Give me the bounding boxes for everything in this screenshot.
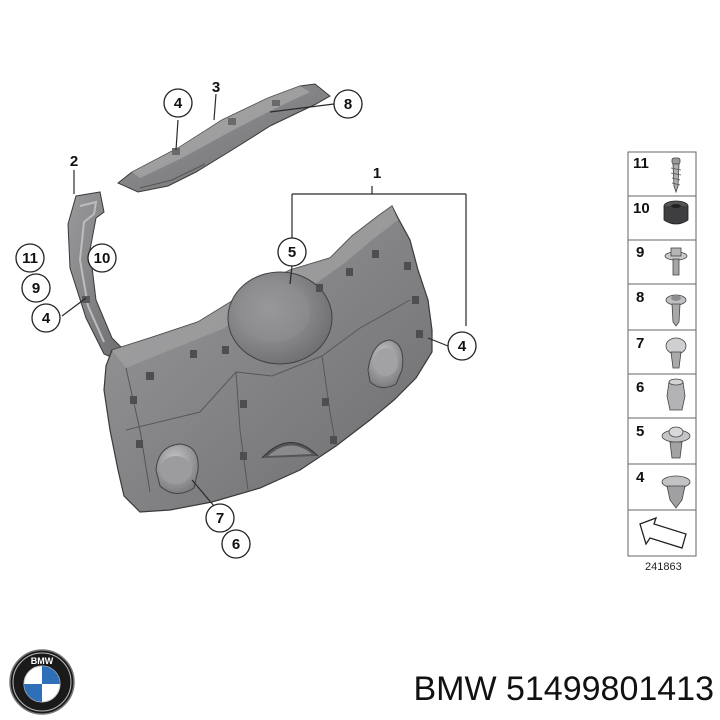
- side-item-4: 4: [636, 469, 645, 486]
- callout-10: 10: [87, 243, 117, 273]
- side-item-7: 7: [636, 335, 644, 352]
- callout-11: 11: [15, 243, 45, 273]
- side-item-5: 5: [636, 423, 644, 440]
- callout-3: 3: [212, 79, 220, 96]
- svg-text:9: 9: [32, 280, 40, 297]
- fastener-side-panel: 11 10 9 8 7 6 5 4: [627, 151, 697, 573]
- push-clip-icon: [661, 475, 691, 509]
- callout-4-left: 4: [31, 303, 61, 333]
- part-number-label: BMW 51499801413: [413, 670, 714, 708]
- svg-text:BMW: BMW: [31, 656, 54, 666]
- expanding-nut-icon: [666, 378, 686, 411]
- side-item-6: 6: [636, 379, 644, 396]
- rubber-buffer-icon: [663, 200, 689, 225]
- svg-text:4: 4: [458, 338, 467, 355]
- flat-head-screw-icon: [665, 337, 687, 369]
- side-item-9: 9: [636, 244, 644, 261]
- svg-text:1: 1: [373, 165, 381, 182]
- callout-4-top: 4: [163, 88, 193, 118]
- callout-7: 7: [205, 503, 235, 533]
- svg-text:8: 8: [344, 96, 352, 113]
- callout-8: 8: [333, 89, 363, 119]
- bolt-icon: [664, 247, 688, 276]
- svg-text:11: 11: [22, 250, 38, 267]
- leader-lines: [61, 93, 467, 507]
- screw-icon: [670, 157, 682, 194]
- part-2-side-pillar-trim: [67, 191, 127, 361]
- svg-text:4: 4: [42, 310, 51, 327]
- diagram-code: 241863: [645, 561, 682, 573]
- bmw-logo: BMW: [9, 649, 75, 715]
- callout-6: 6: [221, 529, 251, 559]
- side-item-10: 10: [633, 200, 650, 217]
- svg-text:5: 5: [288, 244, 296, 261]
- direction-arrow-icon: [639, 516, 687, 549]
- part-1-tailgate-trim-panel: [103, 205, 433, 513]
- clip-with-washer-icon: [661, 426, 691, 459]
- callout-5: 5: [277, 237, 307, 267]
- washer-bolt-icon: [665, 294, 687, 327]
- svg-text:7: 7: [216, 510, 224, 527]
- svg-text:6: 6: [232, 536, 240, 553]
- callout-9: 9: [21, 273, 51, 303]
- svg-text:10: 10: [94, 250, 111, 267]
- part-3-upper-trim-strip: [117, 83, 331, 193]
- svg-text:2: 2: [70, 153, 78, 170]
- svg-text:4: 4: [174, 95, 183, 112]
- svg-text:3: 3: [212, 79, 220, 96]
- callout-2: 2: [70, 153, 78, 170]
- side-item-11: 11: [633, 155, 649, 172]
- side-item-8: 8: [636, 289, 644, 306]
- callout-4-right: 4: [447, 331, 477, 361]
- callout-1: 1: [373, 165, 381, 182]
